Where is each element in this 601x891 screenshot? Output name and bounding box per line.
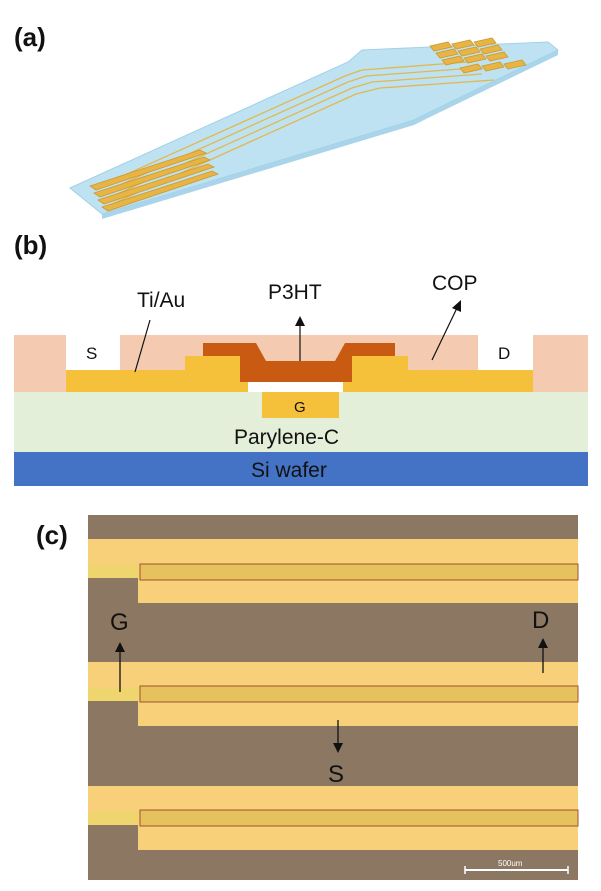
source-electrode (66, 356, 248, 392)
drain-electrode (343, 356, 533, 392)
ti-au-pointer (134, 319, 151, 373)
p3ht-layer (203, 343, 395, 382)
gate-arrowhead (115, 642, 125, 652)
p3ht-label: P3HT (268, 281, 322, 304)
gate-label-c: G (110, 609, 129, 636)
cop-layer-left (14, 335, 66, 392)
cop-label: COP (432, 272, 478, 295)
scale-bar-label: 500um (498, 859, 523, 868)
drain-label-c: D (532, 607, 549, 634)
electrode-row-1 (88, 539, 579, 603)
device-right-pads (429, 37, 527, 74)
source-label-b: S (86, 344, 97, 363)
device-left-pads (89, 149, 220, 212)
panel-b-label: (b) (14, 230, 48, 260)
panel-a-label: (a) (14, 22, 46, 52)
panel-c-label: (c) (36, 520, 68, 550)
drain-label-b: D (498, 344, 510, 363)
parylene-label: Parylene-C (234, 426, 339, 449)
source-label-c: S (328, 761, 344, 788)
source-arrowhead (333, 743, 343, 753)
drain-arrowhead (538, 638, 548, 648)
gate-electrode (262, 392, 339, 418)
si-wafer-label: Si wafer (251, 459, 327, 482)
cop-layer-right (533, 335, 588, 392)
gate-label-b: G (294, 399, 306, 416)
p3ht-arrowhead (295, 316, 305, 326)
cop-arrow (431, 307, 458, 361)
device-traces (95, 61, 495, 207)
si-wafer-layer (14, 452, 588, 486)
ti-au-label: Ti/Au (137, 289, 185, 312)
cop-arrowhead (452, 300, 461, 312)
electrode-row-3 (88, 786, 579, 850)
electrode-row-2 (88, 662, 579, 726)
